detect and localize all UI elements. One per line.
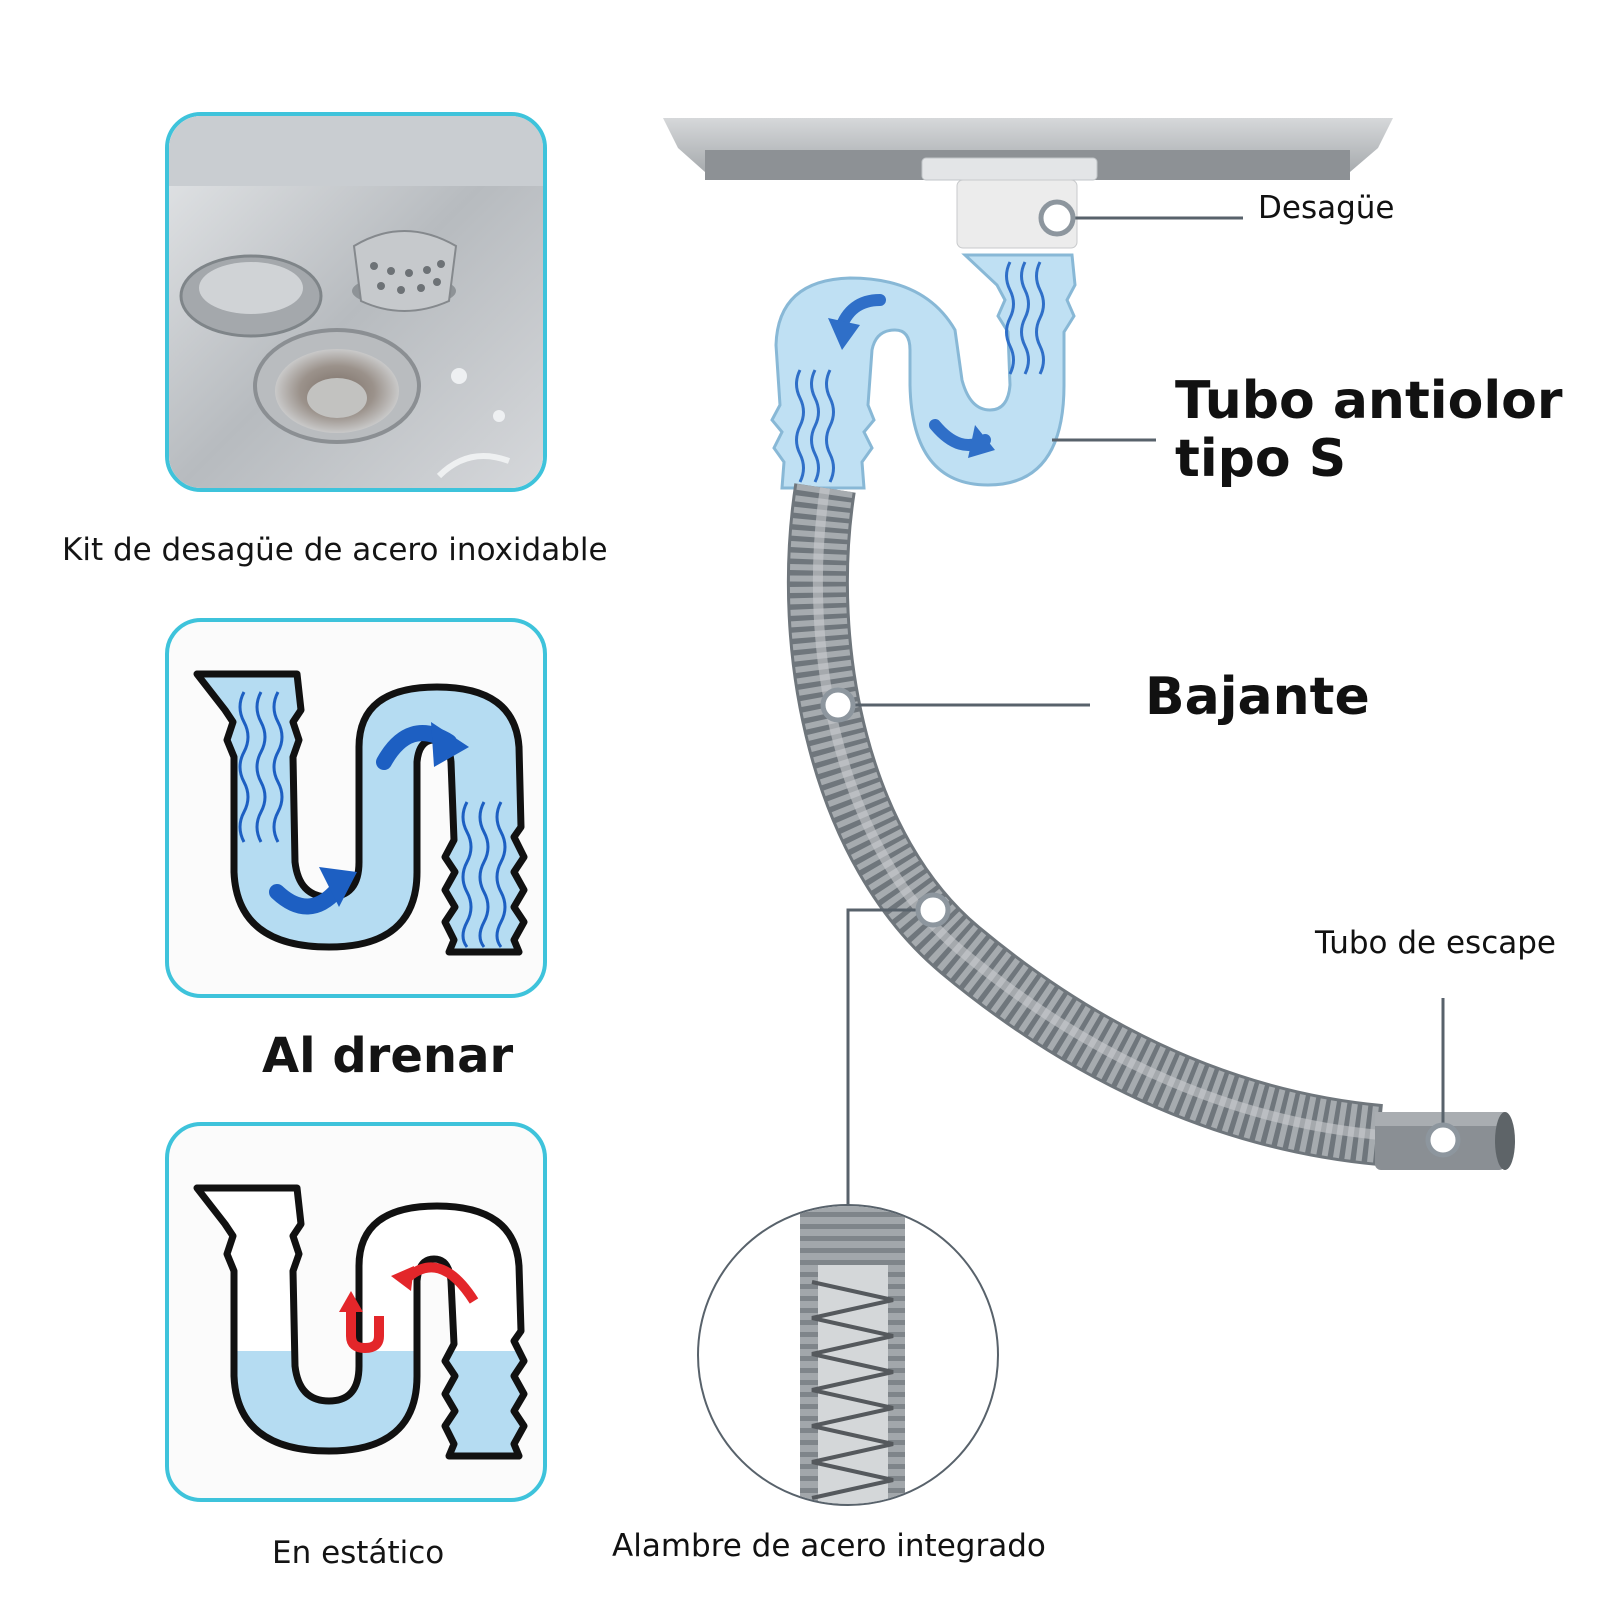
leader-lines xyxy=(838,216,1445,1205)
static-caption: En estático xyxy=(272,1535,445,1571)
downpipe-label: Bajante xyxy=(1145,667,1370,727)
trap-water-lines xyxy=(795,261,1045,483)
kit-photo-panel xyxy=(165,112,547,492)
s-trap-label-line1: Tubo antiolor xyxy=(1175,371,1563,431)
steel-wire-label: Alambre de acero integrado xyxy=(612,1528,1046,1564)
kit-caption: Kit de desagüe de acero inoxidable xyxy=(62,532,608,568)
marker-dots xyxy=(820,199,1461,1158)
flow-arrow-icon xyxy=(269,882,345,915)
s-trap-static-illustration xyxy=(193,1184,528,1460)
drain-label: Desagüe xyxy=(1258,190,1395,226)
steel-spring-wire xyxy=(811,1280,894,1500)
static-panel xyxy=(165,1122,547,1502)
s-trap-draining-illustration xyxy=(193,670,528,956)
stainless-kit-illustration xyxy=(169,116,543,488)
standing-water xyxy=(234,1351,524,1456)
s-trap-label: Tubo antiolor tipo S xyxy=(1175,372,1563,488)
odor-block-arrow-icon xyxy=(346,1306,384,1354)
s-trap xyxy=(770,253,1077,490)
exhaust-label: Tubo de escape xyxy=(1315,925,1556,961)
water-wave-lines xyxy=(238,691,507,948)
s-trap-label-line2: tipo S xyxy=(1175,429,1347,489)
draining-caption: Al drenar xyxy=(262,1028,514,1084)
draining-panel xyxy=(165,618,547,998)
